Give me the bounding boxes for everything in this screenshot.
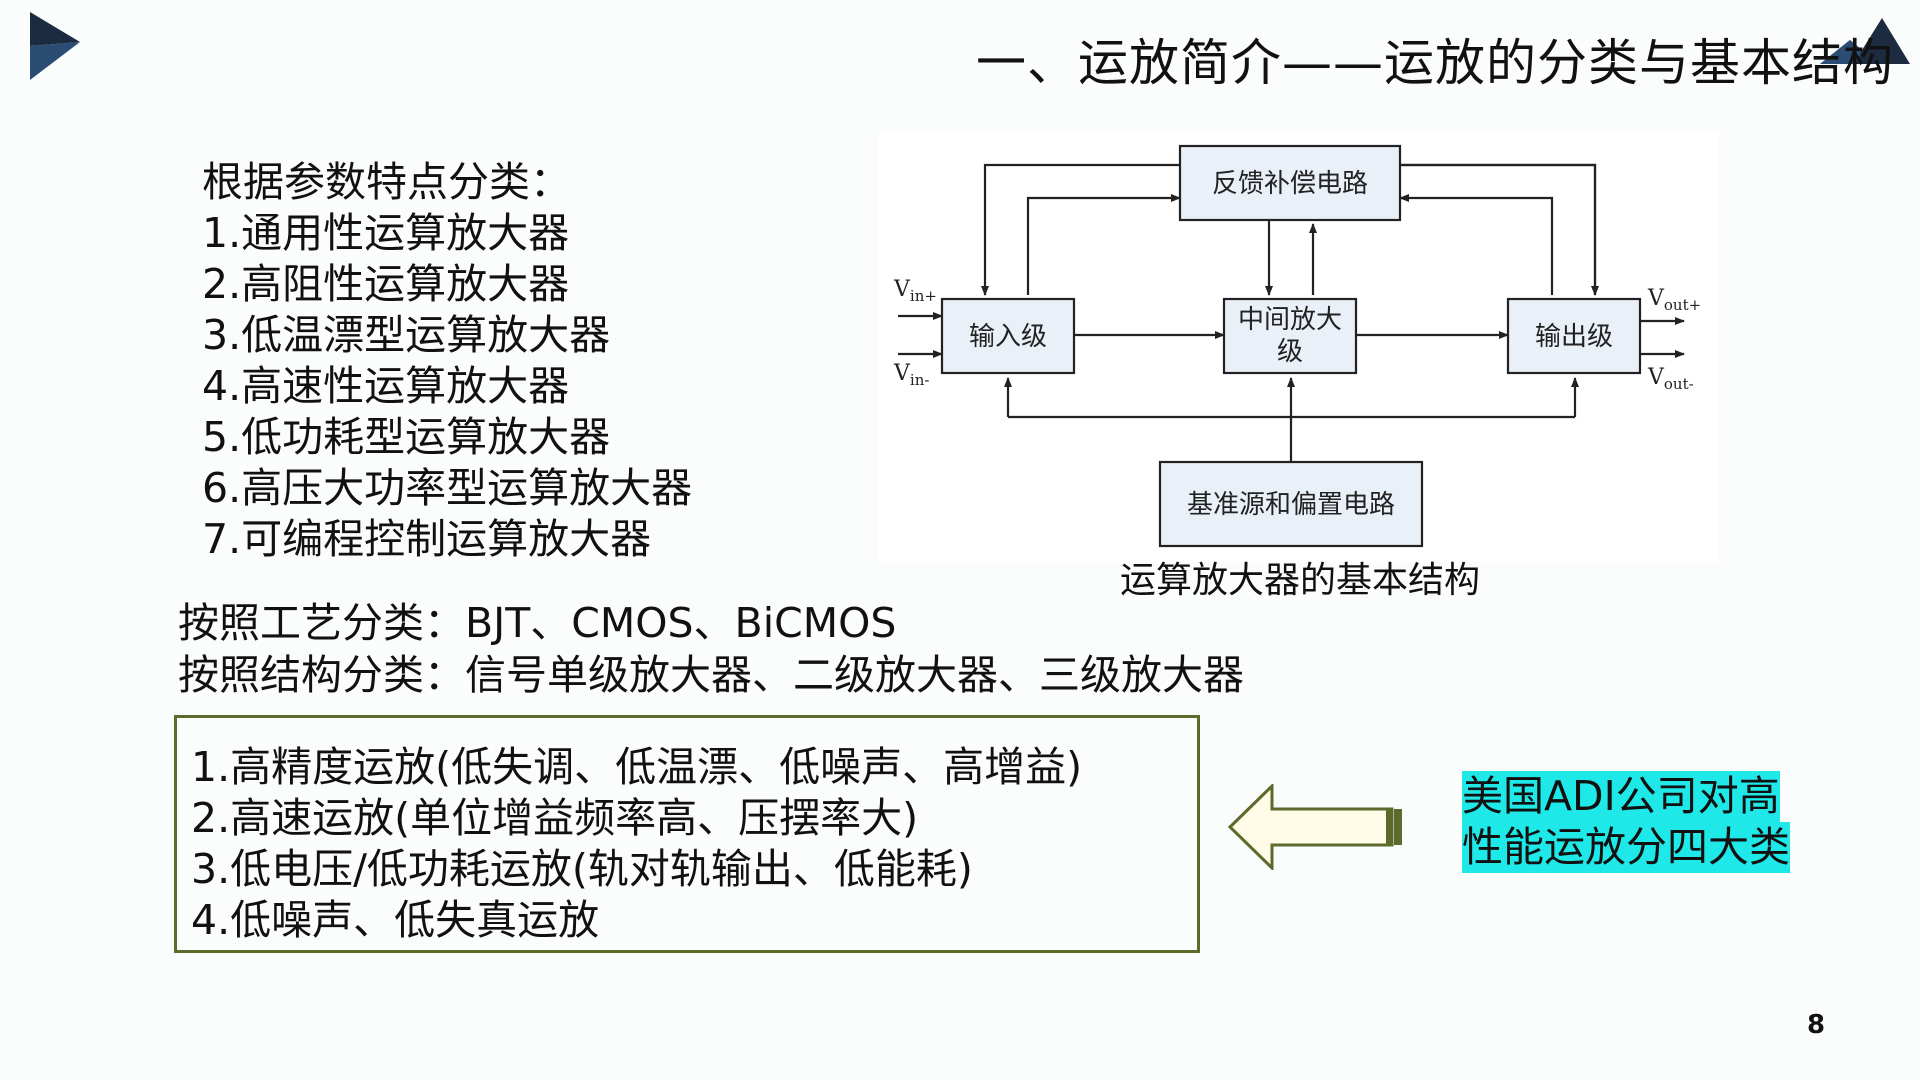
bias-block-label: 基准源和偏置电路 — [1187, 490, 1395, 520]
page-number: 8 — [1806, 1010, 1826, 1040]
adi-label-line1: 美国ADI公司对高 — [1462, 771, 1780, 822]
left-arrow-icon — [1228, 784, 1402, 870]
middle-stage-label-line2: 级 — [1277, 337, 1303, 367]
feedback-block — [1178, 144, 1402, 222]
adi-category-box: 1.高精度运放(低失调、低温漂、低噪声、高增益) 2.高速运放(单位增益频率高、… — [174, 715, 1200, 953]
list-item: 3.低电压/低功耗运放(轨对轨输出、低能耗) — [191, 845, 973, 893]
vout-minus-label: Vout- — [1647, 365, 1694, 393]
list-item: 2.高阻性运算放大器 — [202, 260, 570, 308]
diagram-caption: 运算放大器的基本结构 — [1119, 560, 1480, 601]
input-stage-block — [940, 297, 1076, 375]
input-stage-label: 输入级 — [969, 322, 1047, 352]
list-item: 3.低温漂型运算放大器 — [202, 311, 611, 359]
output-to-feedback-inner-line — [1399, 194, 1554, 295]
feedback-to-input-line — [981, 163, 1180, 296]
play-triangle-logo-icon — [30, 12, 80, 80]
adi-highlight-label: 美国ADI公司对高 性能运放分四大类 — [1462, 771, 1807, 873]
middle-stage-label-line1: 中间放大 — [1238, 305, 1342, 335]
list-item: 4.高速性运算放大器 — [202, 362, 570, 410]
list-item: 2.高速运放(单位增益频率高、压摆率大) — [191, 794, 919, 842]
process-classification: 按照工艺分类：BJT、CMOS、BiCMOS — [178, 599, 897, 647]
mountain-logo-icon — [1820, 18, 1910, 64]
list-item: 1.高精度运放(低失调、低温漂、低噪声、高增益) — [191, 743, 1083, 791]
vout-plus-label: Vout+ — [1647, 286, 1701, 314]
vin-plus-label: Vin+ — [893, 277, 937, 305]
output-to-feedback-line — [1400, 163, 1597, 295]
list-item: 7.可编程控制运算放大器 — [202, 515, 652, 563]
adi-label-line2: 性能运放分四大类 — [1462, 822, 1790, 873]
opamp-structure-diagram: 反馈补偿电路 输入级 中间放大 级 输出级 基准源和偏置电路 Vin+ Vin-… — [878, 132, 1718, 562]
middle-stage-block — [1222, 297, 1358, 375]
input-to-feedback-line — [1026, 194, 1181, 295]
structure-classification: 按照结构分类：信号单级放大器、二级放大器、三级放大器 — [178, 651, 1244, 699]
block-diagram-svg: 反馈补偿电路 输入级 中间放大 级 输出级 基准源和偏置电路 Vin+ Vin-… — [893, 144, 1701, 548]
bias-block — [1158, 460, 1424, 548]
feedback-to-output-line — [1400, 163, 1599, 296]
vin-minus-label: Vin- — [893, 361, 929, 389]
list-item: 1.通用性运算放大器 — [202, 209, 570, 257]
parameter-classification-list: 根据参数特点分类： 1.通用性运算放大器 2.高阻性运算放大器 3.低温漂型运算… — [202, 157, 692, 565]
feedback-block-label: 反馈补偿电路 — [1212, 169, 1368, 199]
list-item: 6.高压大功率型运算放大器 — [202, 464, 693, 512]
slide-title: 一、运放简介——运放的分类与基本结构 — [976, 34, 1894, 92]
list-item: 5.低功耗型运算放大器 — [202, 413, 611, 461]
output-stage-label: 输出级 — [1535, 322, 1613, 352]
output-stage-block — [1506, 297, 1642, 375]
list-item: 4.低噪声、低失真运放 — [191, 896, 600, 944]
classification-heading: 根据参数特点分类： — [202, 158, 571, 206]
